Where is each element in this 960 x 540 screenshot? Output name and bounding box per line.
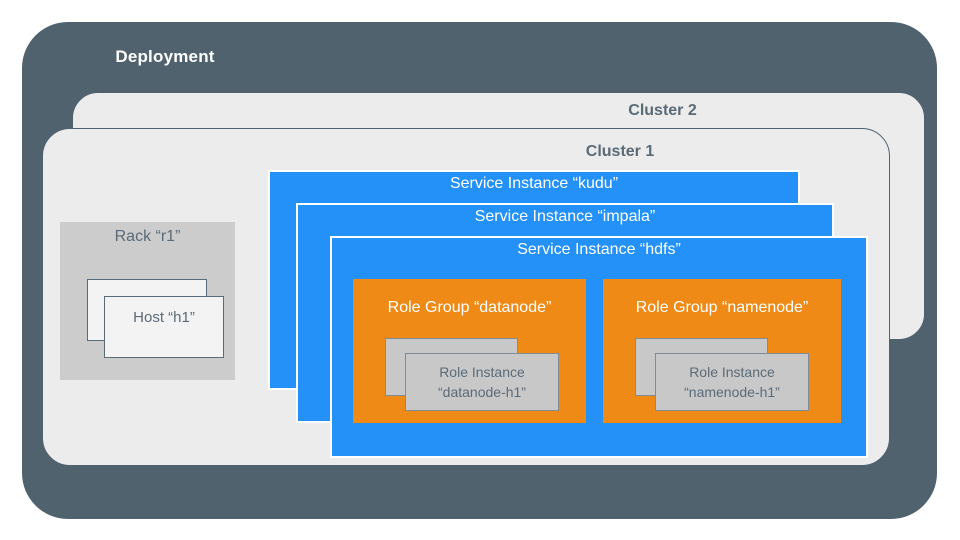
host-card-front	[104, 296, 224, 358]
service-instance-hdfs-label: Service Instance “hdfs”	[517, 241, 681, 258]
role-instance-datanode-line1: Role Instance	[439, 364, 525, 380]
cluster-2-title: Cluster 2	[628, 102, 697, 119]
role-instance-namenode-line1: Role Instance	[689, 364, 775, 380]
role-group-datanode-label: Role Group “datanode”	[387, 299, 552, 316]
role-instance-namenode-line2: “namenode-h1”	[684, 384, 780, 400]
service-instance-impala-label: Service Instance “impala”	[474, 208, 656, 225]
role-instance-namenode-label: Role Instance “namenode-h1”	[655, 362, 809, 402]
cluster-1-title: Cluster 1	[585, 143, 655, 160]
role-instance-namenode-card-front	[655, 353, 809, 411]
role-instance-datanode-line2: “datanode-h1”	[438, 384, 526, 400]
role-group-namenode-label: Role Group “namenode”	[635, 299, 809, 316]
rack-r1-label: Rack “r1”	[114, 228, 181, 245]
role-instance-datanode-label: Role Instance “datanode-h1”	[405, 362, 559, 402]
role-instance-datanode-card-front	[405, 353, 559, 411]
service-instance-kudu-label: Service Instance “kudu”	[449, 175, 619, 192]
host-h1-label: Host “h1”	[133, 309, 195, 326]
deployment-title: Deployment	[115, 47, 215, 66]
